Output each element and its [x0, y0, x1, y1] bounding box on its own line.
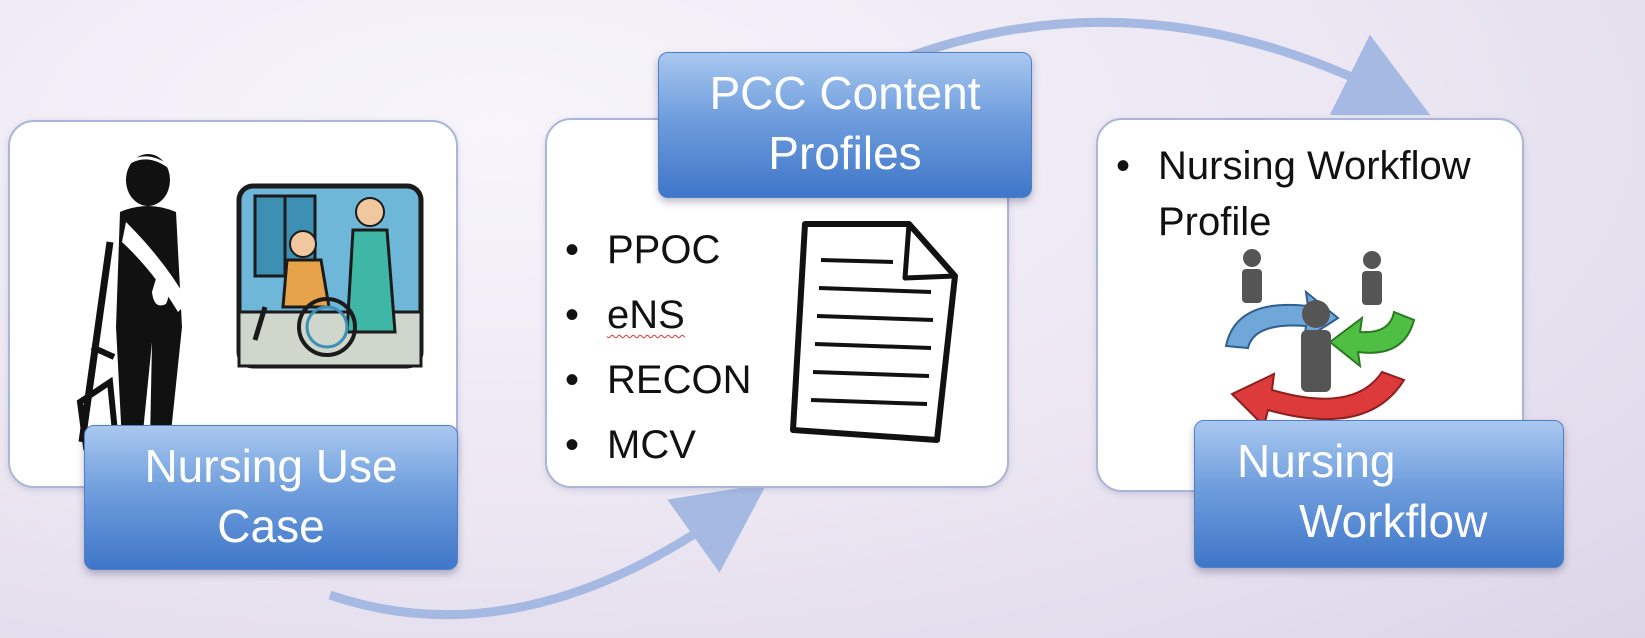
pcc-content-profiles-label: PCC Content Profiles [658, 52, 1032, 198]
label-line-2: Case [217, 500, 325, 552]
nursing-workflow-label: Nursing Workflow [1194, 420, 1564, 568]
list-item: eNS [565, 283, 751, 348]
workflow-profile-item: • Nursing Workflow Profile [1116, 138, 1516, 250]
arrow-profiles-to-workflow [898, 17, 1431, 116]
label-line-1: Nursing [1237, 435, 1396, 487]
list-item: PPOC [565, 218, 751, 283]
list-item: RECON [565, 348, 751, 413]
people-exchange-icon [1224, 249, 1416, 426]
label-line-2: Profiles [768, 127, 922, 179]
injured-person-crutches-icon [76, 154, 188, 451]
label-line-1: PCC Content [709, 67, 981, 119]
use-case-panel [8, 120, 458, 488]
label-line-2: Workflow [1299, 495, 1488, 547]
document-icon [790, 221, 958, 443]
list-item-text: eNS [607, 293, 685, 337]
list-item: MCV [565, 413, 751, 478]
nursing-use-case-label: Nursing Use Case [84, 425, 458, 570]
arrow-usecase-to-profiles [328, 483, 767, 620]
profiles-list: PPOC eNS RECON MCV [565, 218, 751, 478]
list-item-text: Nursing Workflow Profile [1158, 144, 1471, 244]
bullet: • [1116, 144, 1131, 188]
wheelchair-nurse-icon [236, 183, 424, 369]
label-line-1: Nursing Use [144, 440, 398, 492]
